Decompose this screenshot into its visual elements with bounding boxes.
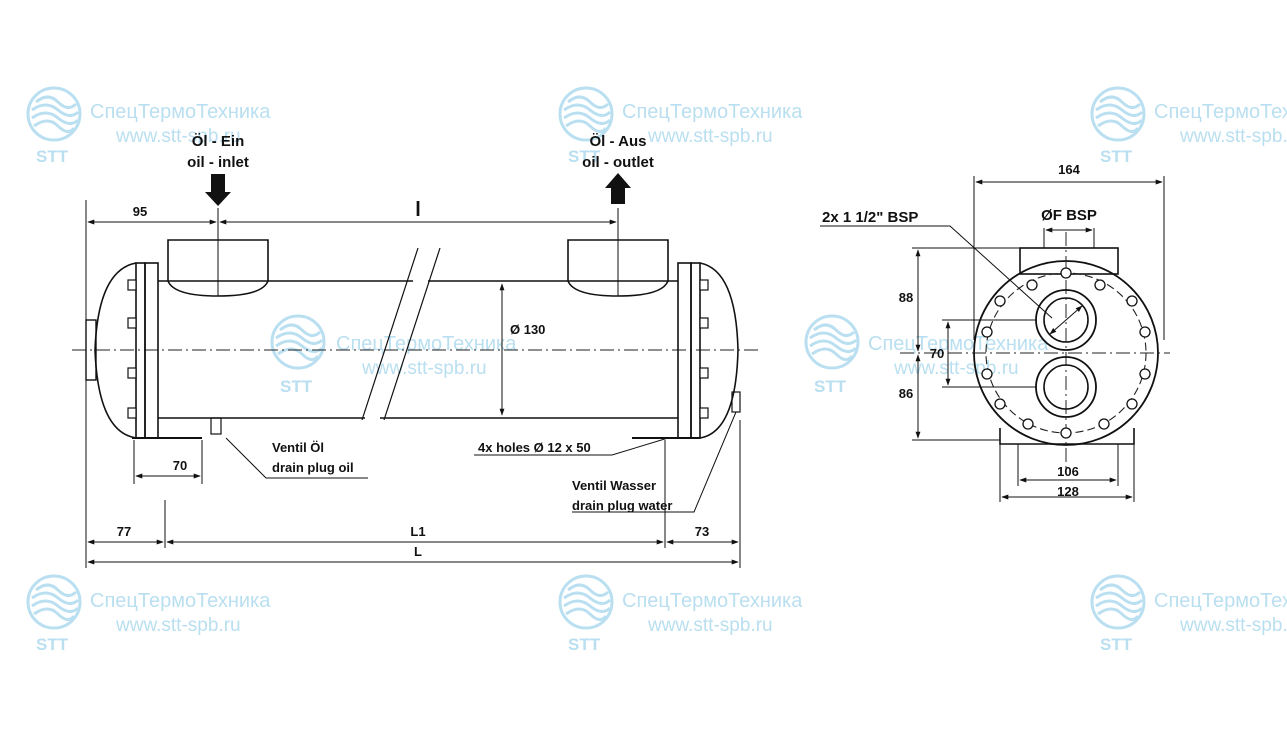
left-end-cap	[85, 262, 202, 439]
bolt-icon	[127, 279, 137, 291]
watermark-logo-text: STT	[1100, 147, 1133, 166]
oil-outlet-label-de: Öl - Aus	[590, 133, 647, 150]
watermark-company: СпецТермоТехника	[868, 333, 1049, 355]
bolt-icon	[127, 317, 137, 329]
holes-label: 4x holes Ø 12 x 50	[478, 440, 591, 455]
oil-outlet-label-en: oil - outlet	[582, 154, 654, 171]
bsp-pair-label: 2x 1 1/2" BSP	[822, 209, 918, 226]
stt-logo-icon	[1090, 574, 1146, 630]
arrow-down-icon	[205, 174, 231, 206]
side-view: Öl - Ein oil - inlet Öl - Aus oil - outl…	[72, 133, 762, 568]
watermark-top-left: STT СпецТермоТехника www.stt-spb.ru	[26, 86, 271, 166]
watermark-mid-left: STT СпецТермоТехника www.stt-spb.ru	[270, 314, 517, 396]
watermark-logo-text: STT	[280, 377, 313, 396]
watermark-company: СпецТермоТехника	[90, 590, 271, 612]
oil-inlet-label-de: Öl - Ein	[192, 133, 245, 150]
bolt-icon	[699, 367, 709, 379]
watermark-url: www.stt-spb.ru	[115, 126, 241, 147]
watermark-company: СпецТермоТехника	[336, 333, 517, 355]
stt-logo-icon	[26, 86, 82, 142]
watermark-company: СпецТермоТехника	[90, 101, 271, 123]
dim-95: 95	[133, 204, 147, 219]
watermark-company: СпецТермоТехника	[1154, 101, 1287, 123]
dim-128: 128	[1057, 484, 1079, 499]
stt-logo-icon	[26, 574, 82, 630]
watermark-mid-right: STT СпецТермоТехника www.stt-spb.ru	[804, 314, 1049, 396]
dim-88: 88	[899, 290, 913, 305]
watermark-logo-text: STT	[36, 147, 69, 166]
bolt-icon	[699, 279, 709, 291]
oil-inlet-label-en: oil - inlet	[187, 154, 249, 171]
end-view: 2x 1 1/2" BSP ØF BSP 164 88 70 86 106 12…	[820, 162, 1170, 502]
watermark-bottom-right: STT СпецТермоТехника www.stt-spb.ru	[1090, 574, 1287, 654]
watermark-url: www.stt-spb.ru	[1179, 615, 1287, 636]
bsp-f-label: ØF BSP	[1041, 207, 1097, 224]
dim-diameter-130: Ø 130	[510, 322, 545, 337]
dim-L: L	[414, 544, 422, 559]
bolt-icon	[127, 367, 137, 379]
watermark-company: СпецТермоТехника	[622, 101, 803, 123]
watermark-url: www.stt-spb.ru	[647, 615, 773, 636]
stt-logo-icon	[270, 314, 326, 370]
stt-logo-icon	[558, 574, 614, 630]
bolt-icon	[699, 317, 709, 329]
dim-73: 73	[695, 524, 709, 539]
oil-drain-plug	[210, 417, 222, 435]
dim-77: 77	[117, 524, 131, 539]
drain-water-label-en: drain plug water	[572, 498, 672, 513]
watermark-logo-text: STT	[568, 635, 601, 654]
drain-oil-label-en: drain plug oil	[272, 460, 354, 475]
arrow-up-icon	[605, 173, 631, 204]
watermark-bottom-center: STT СпецТермоТехника www.stt-spb.ru	[558, 574, 803, 654]
watermark-top-center: STT СпецТермоТехника www.stt-spb.ru	[558, 86, 803, 166]
drain-oil-label-de: Ventil Öl	[272, 440, 324, 455]
dim-86: 86	[899, 386, 913, 401]
right-end-cap	[632, 262, 741, 439]
stt-logo-icon	[804, 314, 860, 370]
bolt-icon	[699, 407, 709, 419]
watermark-company: СпецТермоТехника	[1154, 590, 1287, 612]
stt-logo-icon	[1090, 86, 1146, 142]
watermark-logo-text: STT	[36, 635, 69, 654]
dim-70-vertical: 70	[930, 346, 944, 361]
watermark-logo-text: STT	[1100, 635, 1133, 654]
watermark-url: www.stt-spb.ru	[1179, 126, 1287, 147]
dim-70: 70	[173, 458, 187, 473]
shell-body	[158, 247, 678, 421]
drain-water-label-de: Ventil Wasser	[572, 478, 656, 493]
watermark-url: www.stt-spb.ru	[647, 126, 773, 147]
watermark-url: www.stt-spb.ru	[115, 615, 241, 636]
watermark-url: www.stt-spb.ru	[893, 358, 1019, 379]
watermark-bottom-left: STT СпецТермоТехника www.stt-spb.ru	[26, 574, 271, 654]
bolt-holes	[981, 267, 1151, 439]
dim-L1: L1	[410, 524, 425, 539]
watermark-top-right: STT СпецТермоТехника www.stt-spb.ru	[1090, 86, 1287, 166]
dim-164: 164	[1058, 162, 1080, 177]
watermark-logo-text: STT	[568, 147, 601, 166]
watermark-url: www.stt-spb.ru	[361, 358, 487, 379]
bolt-icon	[127, 407, 137, 419]
mounting-foot	[999, 428, 1135, 445]
watermark-layer: STT СпецТермоТехника www.stt-spb.ru STT …	[26, 86, 1287, 654]
watermark-company: СпецТермоТехника	[622, 590, 803, 612]
dim-l: l	[415, 199, 421, 221]
dim-106: 106	[1057, 464, 1079, 479]
watermark-logo-text: STT	[814, 377, 847, 396]
